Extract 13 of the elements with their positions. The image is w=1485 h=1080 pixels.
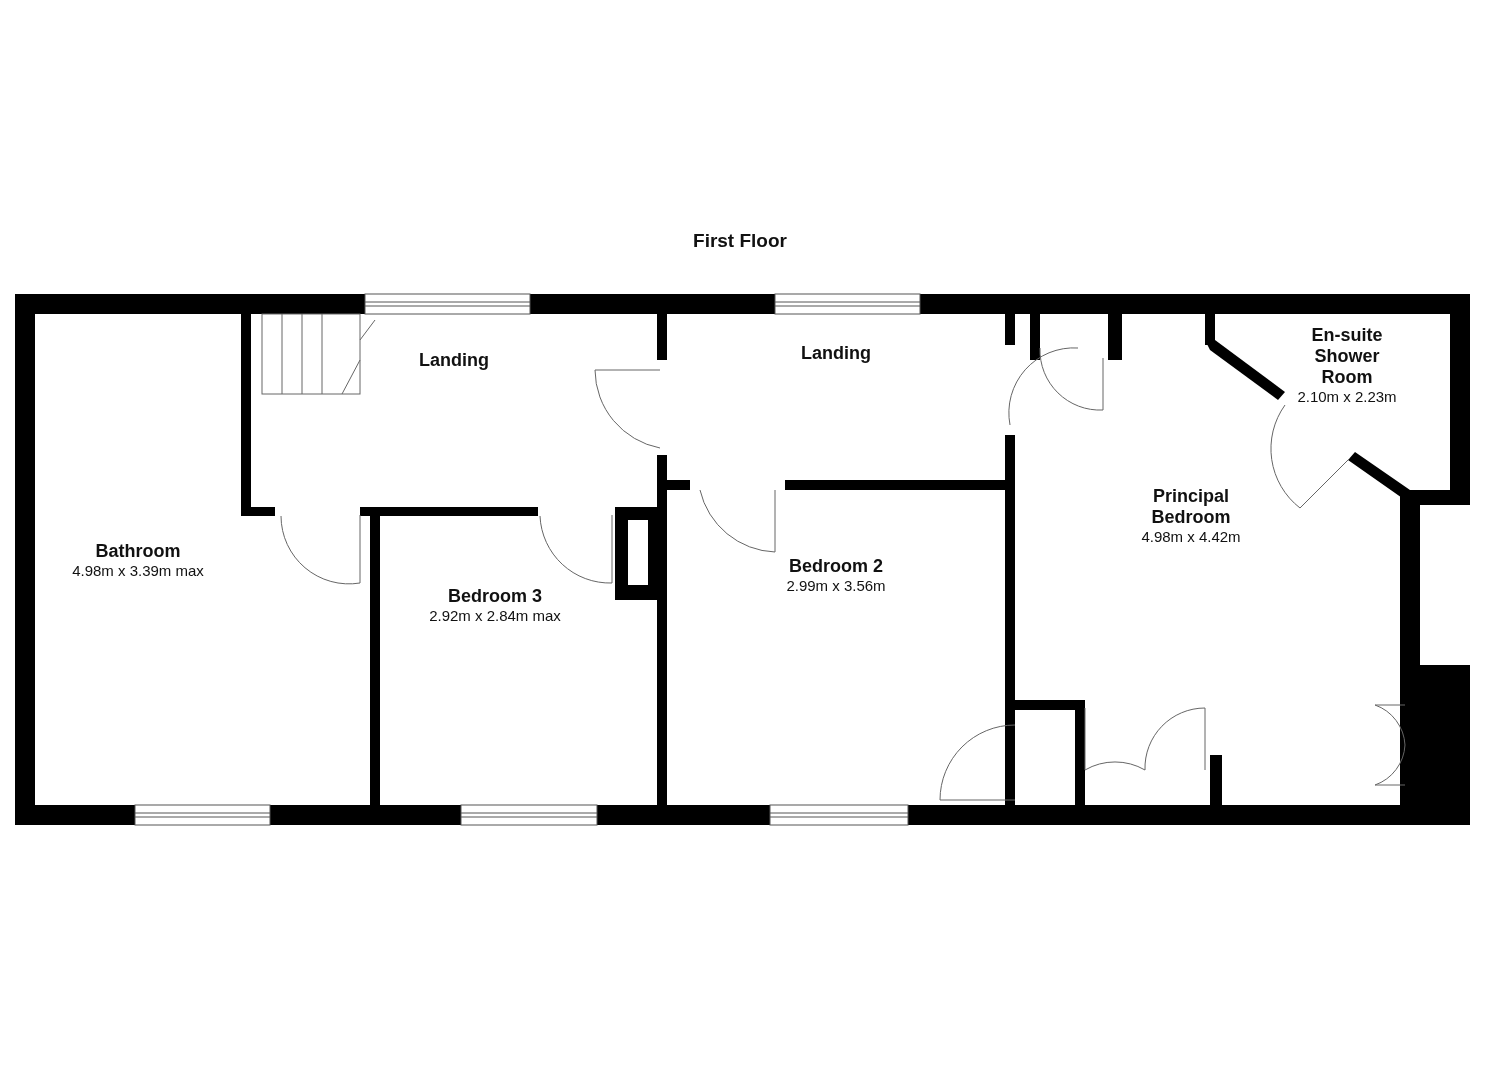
room-name: Bedroom 2	[788, 556, 884, 577]
plan-title: First Floor	[693, 230, 787, 252]
room-dimensions: 4.98m x 3.39m max	[71, 562, 205, 579]
room-dimensions: 2.99m x 3.56m	[785, 577, 887, 594]
room-name: Principal Bedroom	[1150, 485, 1232, 528]
room-name: Bedroom 3	[447, 586, 543, 607]
room-name: Landing	[418, 349, 490, 371]
room-name: En-suite Shower Room	[1310, 325, 1384, 388]
room-dimensions: 4.98m x 4.42m	[1140, 527, 1242, 545]
room-dimensions: 2.10m x 2.23m	[1296, 388, 1398, 405]
room-dimensions: 2.92m x 2.84m max	[428, 607, 562, 624]
room-name: Landing	[800, 342, 872, 364]
room-name: Bathroom	[94, 541, 182, 562]
